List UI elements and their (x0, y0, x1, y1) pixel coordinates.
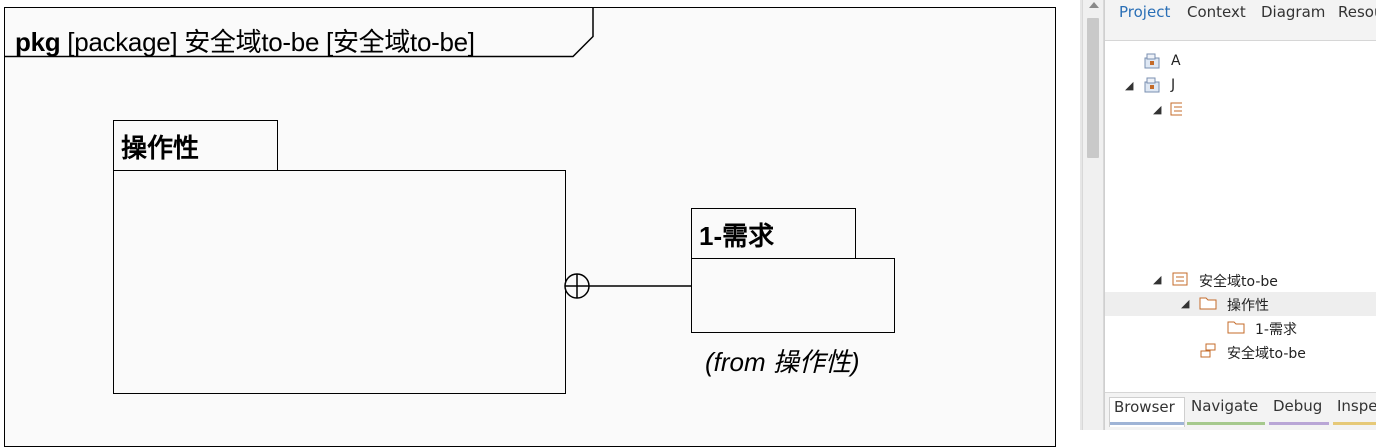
tab-browser-label: Browser (1114, 398, 1175, 416)
tree-item[interactable]: ◢ J (1105, 74, 1376, 98)
tab-debug-label: Debug (1273, 397, 1323, 415)
diagram-icon (1200, 343, 1216, 358)
folder-icon (1227, 321, 1245, 334)
tab-inspector[interactable]: Inspe (1333, 397, 1376, 427)
bottom-tab-bar: Browser Navigate Debug Inspe (1105, 392, 1376, 430)
tree-item[interactable]: A (1105, 50, 1376, 74)
package-name-requirements: 1-需求 (699, 221, 775, 251)
tab-inspector-label: Inspe (1337, 397, 1376, 415)
folder-icon (1199, 297, 1217, 310)
tree-item-label: 操作性 (1227, 298, 1269, 314)
tab-navigate-label: Navigate (1191, 397, 1259, 415)
package-requirements[interactable] (691, 258, 895, 333)
package-tab-operability[interactable] (113, 120, 278, 172)
scroll-up-icon[interactable] (1089, 2, 1099, 8)
scrollbar-thumb[interactable] (1087, 18, 1099, 158)
expanded-icon[interactable]: ◢ (1153, 103, 1162, 116)
expanded-icon[interactable]: ◢ (1153, 273, 1162, 286)
tree-item-selected[interactable]: ◢ 操作性 (1105, 292, 1376, 316)
tab-navigate[interactable]: Navigate (1187, 397, 1265, 427)
splitter[interactable] (1080, 0, 1082, 430)
from-label: (from 操作性) (705, 347, 860, 377)
tab-underline (1110, 422, 1184, 425)
package-name-operability: 操作性 (121, 133, 200, 163)
tab-debug[interactable]: Debug (1269, 397, 1329, 427)
model-icon (1172, 272, 1188, 286)
vertical-scrollbar[interactable] (1082, 0, 1104, 430)
expanded-icon[interactable]: ◢ (1125, 79, 1134, 92)
tree-item-label: J (1171, 77, 1176, 93)
package-icon (1144, 77, 1160, 93)
model-tree: A ◢ J ◢ el ◢ (1105, 40, 1376, 390)
tab-resources[interactable]: Resou (1338, 3, 1376, 21)
frame-kind: pkg (15, 27, 61, 57)
tab-context[interactable]: Context (1187, 3, 1246, 21)
tab-underline (1333, 422, 1376, 425)
package-operability[interactable] (113, 170, 566, 394)
package-icon (1144, 53, 1160, 69)
tree-item-label: A (1171, 53, 1181, 69)
diagram-canvas[interactable]: pkg [package] 安全域to-be [安全域to-be] 操作性 1-… (0, 0, 1080, 447)
overlay-popup (1182, 62, 1365, 262)
tab-diagram[interactable]: Diagram (1261, 3, 1326, 21)
tree-item-label: 安全域to-be (1199, 274, 1278, 290)
package-tab-requirements[interactable] (691, 208, 856, 260)
tree-item-label: 1-需求 (1255, 322, 1297, 338)
tab-browser[interactable]: Browser (1109, 397, 1185, 427)
tab-project[interactable]: Project (1119, 3, 1171, 21)
frame-title: pkg [package] 安全域to-be [安全域to-be] (15, 22, 475, 59)
tree-item-label: 安全域to-be (1227, 346, 1306, 362)
tree-item[interactable]: ◢ 安全域to-be (1105, 268, 1376, 292)
frame-title-text: [package] 安全域to-be [安全域to-be] (67, 27, 475, 57)
expanded-icon[interactable]: ◢ (1181, 297, 1190, 310)
tree-item[interactable]: 安全域to-be (1105, 340, 1376, 364)
frame-header (5, 8, 594, 58)
tab-underline (1269, 422, 1329, 425)
tree-item[interactable]: 1-需求 (1105, 316, 1376, 340)
top-tab-bar: Project Context Diagram Resou (1105, 0, 1376, 41)
model-browser-panel: Project Context Diagram Resou A ◢ J (1104, 0, 1376, 430)
tab-underline (1187, 422, 1265, 425)
